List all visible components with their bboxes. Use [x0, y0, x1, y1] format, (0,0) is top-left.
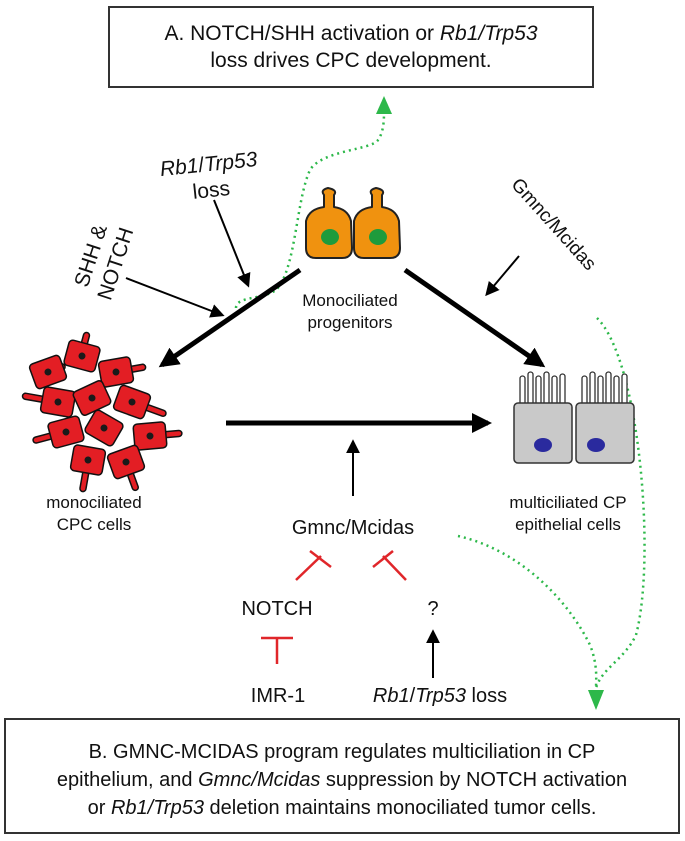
gmnc-mcidas-center-label: Gmnc/Mcidas	[291, 517, 415, 539]
dotted-line-center	[457, 534, 598, 689]
cilia	[581, 371, 628, 407]
rb1-trp53-loss-bottom-label: Rb1/Trp53 loss	[372, 685, 508, 707]
green-arrowhead-up	[376, 96, 392, 114]
inhibit-imr1-notch	[261, 636, 293, 664]
box-b-line1: B. GMNC-MCIDAS program regulates multici…	[88, 741, 596, 763]
box-b: B. GMNC-MCIDAS program regulates multici…	[4, 718, 680, 834]
box-b-line3: or Rb1/Trp53 deletion maintains monocili…	[87, 797, 597, 819]
cpc-cell	[84, 409, 124, 447]
question-mark-label: ?	[427, 598, 439, 620]
imr1-label: IMR-1	[250, 685, 306, 707]
progenitor-cells	[305, 187, 401, 259]
cpc-cell	[63, 331, 101, 373]
cpc-cell	[69, 444, 107, 493]
cpc-cell	[97, 356, 147, 388]
arrow-rb1-loss-top	[213, 199, 251, 288]
epithelial-cell	[513, 371, 573, 464]
notch-label: NOTCH	[241, 598, 313, 620]
cilia	[519, 371, 566, 407]
cpc-cell	[106, 444, 146, 492]
arrow-gmnc-right	[485, 255, 520, 297]
cpc-cell	[28, 354, 68, 390]
box-b-line2: epithelium, and Gmnc/Mcidas suppression …	[56, 769, 628, 791]
cpc-cell	[132, 421, 183, 451]
arrow-progenitors-to-cpc	[158, 267, 302, 368]
arrow-shh-notch	[125, 277, 225, 318]
epithelial-cells-label: multiciliated CP epithelial cells	[509, 493, 627, 534]
progenitor-cell	[305, 187, 353, 259]
inhibit-question-gmnc	[372, 550, 407, 581]
inhibition-marks	[261, 550, 407, 664]
cpc-cells-label: monociliated CPC cells	[46, 493, 142, 534]
box-a-line1: A. NOTCH/SHH activation or Rb1/Trp53	[164, 22, 538, 45]
cpc-cell	[112, 384, 167, 420]
progenitors-label: Monociliated progenitors	[302, 291, 398, 332]
box-a: A. NOTCH/SHH activation or Rb1/Trp53 los…	[108, 6, 594, 88]
epithelial-cells	[513, 371, 635, 464]
inhibit-notch-gmnc	[295, 550, 332, 581]
arrow-progenitors-to-epithelial	[403, 267, 546, 368]
epithelial-cell	[575, 371, 635, 464]
progenitor-cell	[353, 187, 401, 259]
green-arrowhead-down	[588, 690, 604, 710]
box-a-line2: loss drives CPC development.	[210, 49, 492, 72]
cpc-cell	[21, 386, 77, 418]
cpc-cell-cluster	[21, 331, 183, 493]
cpc-cell	[32, 415, 85, 449]
